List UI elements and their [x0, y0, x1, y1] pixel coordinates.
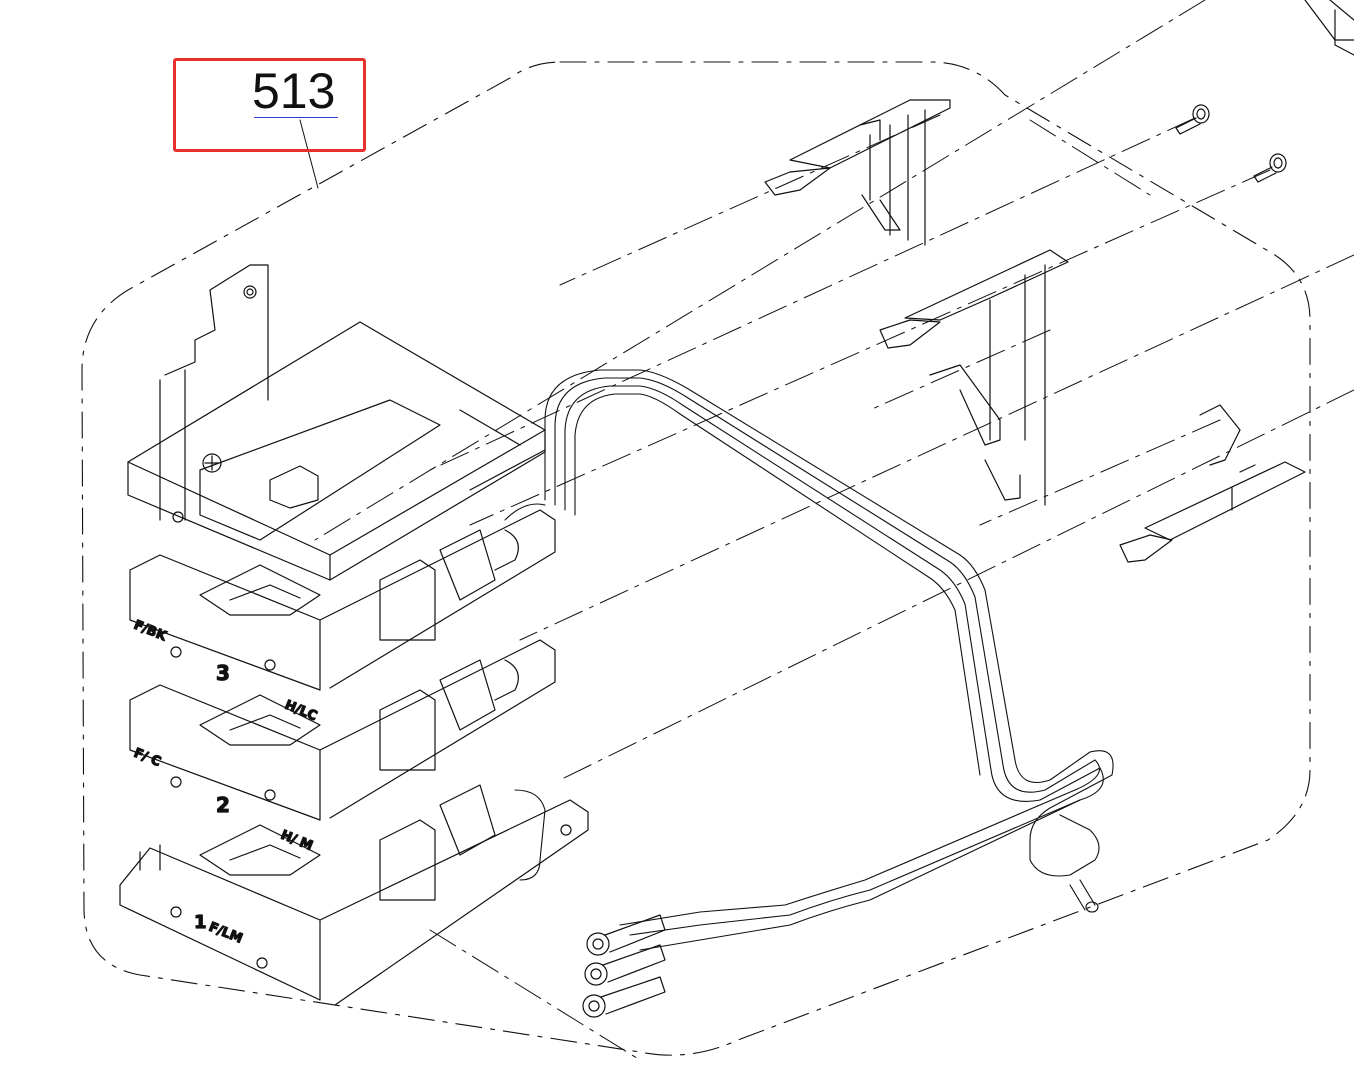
- label-slot3-right: H/LC: [283, 698, 320, 724]
- label-slot1-right: F/LM: [207, 920, 245, 947]
- label-slot3-left: F/BK: [132, 618, 170, 645]
- dashed-enclosure: [81, 61, 1311, 1056]
- label-slot1-num: 1: [194, 912, 207, 933]
- label-slot2-right: H/ M: [279, 828, 315, 854]
- callout-highlight-box: [173, 58, 366, 152]
- alignment-lines: [314, 0, 1354, 1061]
- ink-tubes: [504, 369, 1114, 951]
- connector-2: [584, 944, 666, 986]
- connector-3: [582, 976, 666, 1018]
- label-slot3-num: 3: [216, 661, 230, 685]
- clip-bracket-middle: [879, 249, 1069, 506]
- part-number-label[interactable]: 513: [252, 63, 336, 119]
- leader-line: [299, 119, 319, 189]
- tray-slot-2: [129, 639, 556, 821]
- stack-top-cover: [127, 321, 546, 581]
- label-slot2-left: F/ C: [132, 746, 163, 770]
- clip-bracket-lower: [1119, 404, 1306, 563]
- mounting-plate: [159, 264, 269, 521]
- tray-slot-3: [129, 509, 556, 691]
- clip-bracket-upper: [764, 99, 951, 246]
- part-number-link-underline: [254, 117, 338, 118]
- tube-connectors: [582, 914, 666, 1018]
- corner-bracket: [1304, 0, 1354, 56]
- tray-slot-1: [119, 784, 589, 1006]
- screw-2: [1253, 153, 1287, 183]
- connector-1: [586, 914, 666, 956]
- screw-1: [1175, 104, 1210, 135]
- label-slot2-num: 2: [216, 793, 230, 817]
